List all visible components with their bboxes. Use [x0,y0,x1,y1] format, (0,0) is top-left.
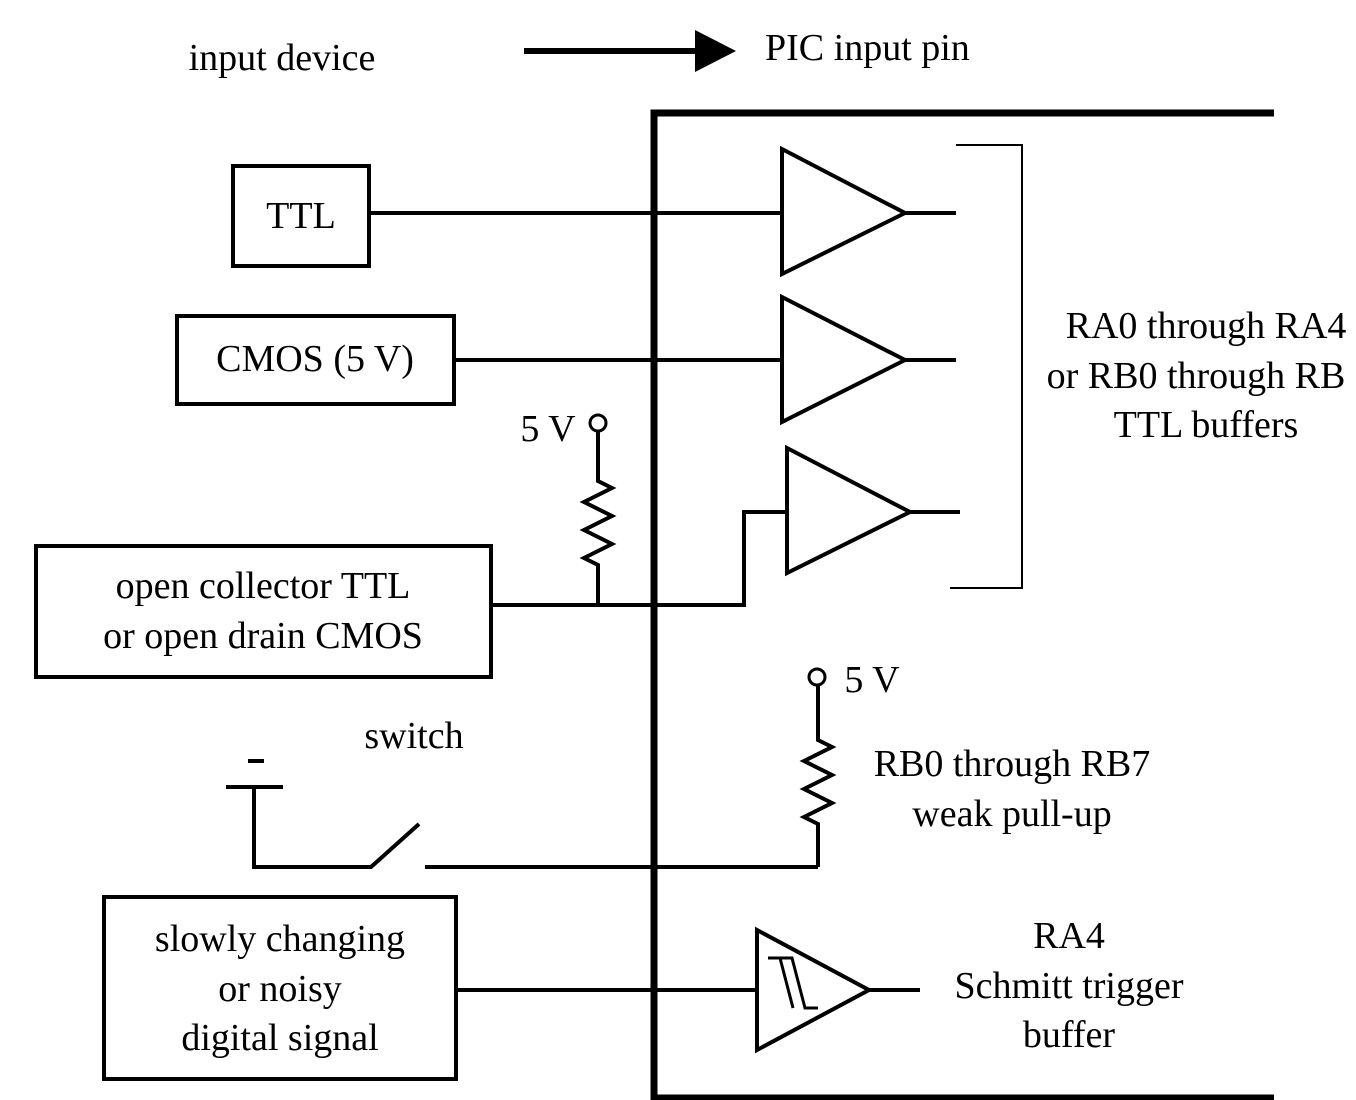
input-device-label: input device [189,37,376,79]
ttl-buffers-line-2: or RB0 through RB [1047,355,1346,397]
switch-label: switch [364,715,463,757]
ttl-device-label: TTL [266,195,336,237]
weak-pullup-line-2: weak pull-up [912,793,1111,835]
weak-pullup-resistor [799,685,837,867]
open-collector-wire [491,510,787,607]
ttl-buffers-bracket [950,144,1023,589]
ttl-buffers-line-1: RA0 through RA4 [1066,305,1347,347]
open-collector-device-box [34,544,493,679]
slow-signal-line-1: slowly changing [155,918,405,960]
ground-symbol [226,759,283,789]
schmitt-line-3: buffer [1023,1014,1115,1056]
slow-signal-line-2: or noisy [218,968,342,1010]
weak-pullup-supply-label: 5 V [844,659,900,701]
ttl-buffers-line-3: TTL buffers [1114,404,1299,446]
direction-arrow [524,30,736,72]
schmitt-line-2: Schmitt trigger [954,965,1183,1007]
ttl-buffer-1 [780,145,910,278]
cmos-device-label: CMOS (5 V) [216,338,414,380]
ttl-device-box [231,164,371,268]
pic-boundary [650,109,1274,1100]
schmitt-trigger-buffer [755,926,874,1054]
open-collector-line-2: or open drain CMOS [103,615,423,657]
hysteresis-icon [768,956,818,1010]
slow-signal-line-3: digital signal [181,1017,378,1059]
slow-signal-device-box [102,895,458,1081]
pullup-supply-label: 5 V [520,408,576,450]
pullup-supply-terminal [588,413,608,433]
pullup-resistor [579,431,617,605]
open-collector-line-1: open collector TTL [116,565,411,607]
weak-pullup-line-1: RB0 through RB7 [874,743,1151,785]
ttl-buffer-2 [780,293,910,426]
switch-ground-wire [252,787,421,869]
weak-pullup-supply-terminal [807,667,827,687]
pic-input-pin-label: PIC input pin [765,27,970,69]
ttl-buffer-3 [785,444,915,577]
schmitt-line-1: RA4 [1033,915,1105,957]
